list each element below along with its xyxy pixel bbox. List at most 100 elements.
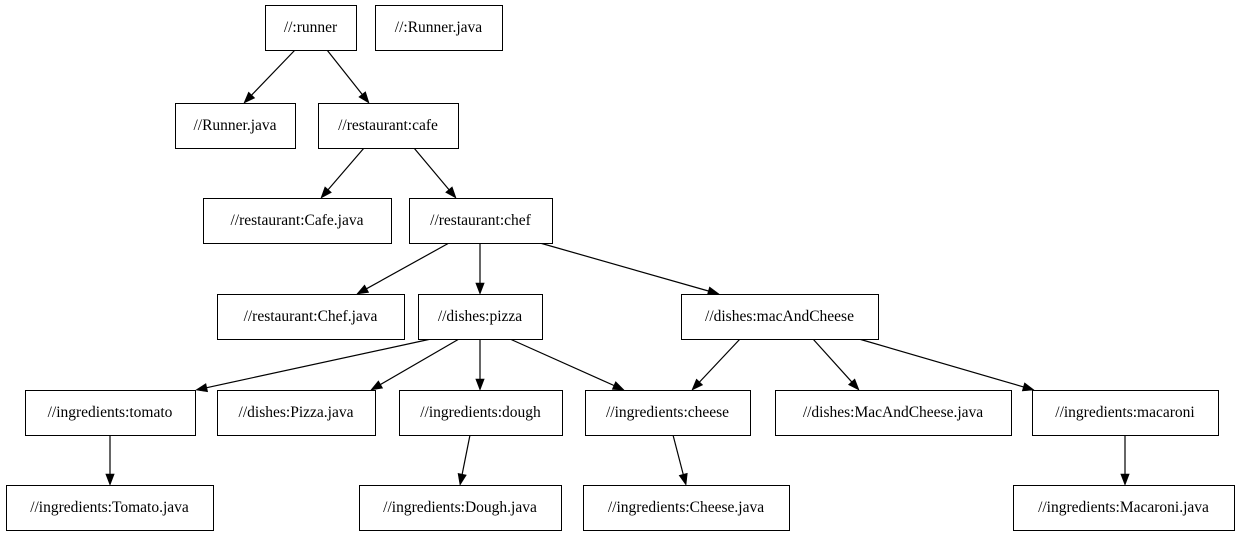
edge-line (366, 242, 450, 290)
graph-node[interactable]: //dishes:Pizza.java (217, 390, 376, 436)
graph-node[interactable]: //ingredients:dough (399, 390, 563, 436)
edge-arrowhead (243, 91, 256, 104)
node-box[interactable] (217, 294, 405, 340)
node-box[interactable] (203, 198, 392, 244)
node-label: //ingredients:macaroni (1055, 404, 1195, 421)
edge-line (509, 338, 615, 387)
graph-node[interactable]: //restaurant:cafe (318, 103, 459, 149)
graph-edge (812, 338, 860, 391)
node-label: //ingredients:tomato (48, 404, 173, 421)
node-label: //:runner (284, 19, 338, 36)
graph-edge (691, 338, 741, 391)
edge-arrowhead (195, 383, 209, 393)
graph-edge (413, 147, 457, 199)
edge-line (672, 434, 684, 475)
graph-edge (370, 338, 460, 391)
edge-line (539, 242, 709, 292)
graph-node[interactable]: //Runner.java (175, 103, 296, 149)
graph-node[interactable]: //ingredients:tomato (25, 390, 196, 436)
graph-node[interactable]: //dishes:MacAndCheese.java (775, 390, 1012, 436)
edge-arrowhead (356, 284, 370, 295)
node-label: //restaurant:cafe (338, 117, 438, 134)
graph-node[interactable]: //:Runner.java (375, 5, 503, 51)
node-box[interactable] (265, 5, 357, 51)
graph-edge (243, 49, 296, 104)
nodes-layer: //:runner //:Runner.java //Runner.java //re… (6, 5, 1235, 531)
edge-line (461, 434, 471, 475)
node-box[interactable] (375, 5, 503, 51)
edge-arrowhead (320, 186, 332, 199)
graph-node[interactable]: //restaurant:Cafe.java (203, 198, 392, 244)
graph-node[interactable]: //dishes:macAndCheese (681, 294, 879, 340)
graph-edge (195, 338, 432, 393)
node-label: //dishes:macAndCheese (705, 308, 854, 325)
edge-line (699, 338, 741, 383)
edge-arrowhead (475, 378, 485, 391)
graph-node[interactable]: //restaurant:Chef.java (217, 294, 405, 340)
edge-arrowhead (475, 282, 485, 295)
edge-arrowhead (678, 472, 688, 486)
node-box[interactable] (418, 294, 543, 340)
node-label: //ingredients:Macaroni.java (1038, 499, 1209, 516)
node-label: //dishes:Pizza.java (239, 404, 354, 421)
graph-edge (457, 434, 471, 486)
node-label: //ingredients:Cheese.java (608, 499, 764, 516)
edge-arrowhead (105, 473, 115, 486)
graph-node[interactable]: //ingredients:macaroni (1032, 390, 1219, 436)
node-label: //restaurant:Chef.java (244, 308, 378, 325)
edge-arrowhead (847, 378, 860, 391)
graph-edge (672, 434, 688, 486)
graph-edge (326, 49, 370, 104)
node-box[interactable] (318, 103, 459, 149)
node-box[interactable] (399, 390, 563, 436)
edge-line (251, 49, 296, 96)
node-label: //dishes:MacAndCheese.java (803, 404, 983, 421)
node-box[interactable] (409, 198, 553, 244)
edge-arrowhead (611, 381, 625, 391)
edge-line (327, 147, 365, 191)
edge-line (812, 338, 853, 383)
node-label: //ingredients:dough (420, 404, 541, 421)
graph-node[interactable]: //dishes:pizza (418, 294, 543, 340)
node-label: //restaurant:chef (430, 212, 532, 229)
node-box[interactable] (175, 103, 296, 149)
graph-edge (475, 243, 485, 295)
node-box[interactable] (359, 485, 562, 531)
graph-edge (356, 242, 450, 295)
edge-arrowhead (1021, 382, 1035, 392)
graph-edge (1120, 435, 1130, 486)
graph-edge (509, 338, 625, 391)
graph-node[interactable]: //ingredients:Dough.java (359, 485, 562, 531)
edge-line (326, 49, 363, 95)
graph-node[interactable]: //ingredients:Tomato.java (6, 485, 214, 531)
node-box[interactable] (681, 294, 879, 340)
graph-node[interactable]: //ingredients:Macaroni.java (1013, 485, 1235, 531)
graph-node[interactable]: //:runner (265, 5, 357, 51)
node-box[interactable] (25, 390, 196, 436)
graph-node[interactable]: //restaurant:chef (409, 198, 553, 244)
graph-node[interactable]: //ingredients:cheese (585, 390, 751, 436)
node-box[interactable] (583, 485, 790, 531)
edge-line (206, 338, 432, 389)
node-label: //dishes:pizza (438, 308, 522, 325)
graph-node[interactable]: //ingredients:Cheese.java (583, 485, 790, 531)
edge-arrowhead (1120, 473, 1130, 486)
node-box[interactable] (6, 485, 214, 531)
node-box[interactable] (217, 390, 376, 436)
node-label: //restaurant:Cafe.java (231, 212, 364, 229)
edge-arrowhead (691, 378, 704, 391)
graph-edge (320, 147, 365, 199)
node-box[interactable] (1013, 485, 1235, 531)
node-label: //:Runner.java (395, 19, 483, 36)
node-box[interactable] (775, 390, 1012, 436)
node-box[interactable] (585, 390, 751, 436)
node-label: //ingredients:cheese (606, 404, 729, 421)
edge-arrowhead (358, 91, 370, 104)
edges-layer (105, 49, 1130, 486)
node-box[interactable] (1032, 390, 1219, 436)
graph-edge (858, 338, 1035, 392)
node-label: //ingredients:Dough.java (383, 499, 537, 516)
